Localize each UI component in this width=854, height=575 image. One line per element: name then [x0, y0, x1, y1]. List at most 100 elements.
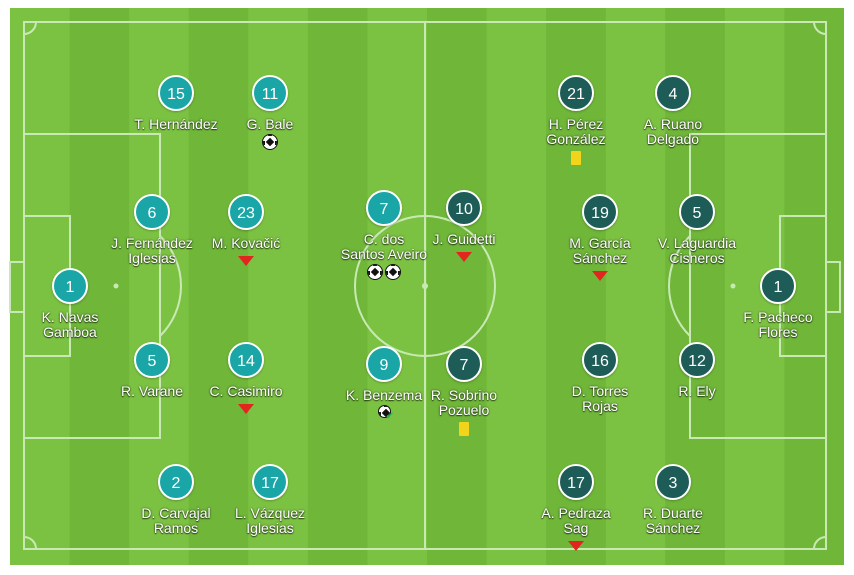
grass-stripe: [307, 8, 368, 565]
player-number-badge: 5: [134, 342, 170, 378]
substitution-off-arrow-icon: [592, 271, 608, 281]
player-name-line: Iglesias: [128, 250, 176, 266]
player-events: [516, 149, 636, 167]
player-name-line: J. Guidetti: [432, 231, 496, 247]
substitution-off-arrow-icon: [568, 541, 584, 551]
player-number-badge: 2: [158, 464, 194, 500]
player-name-line: Gamboa: [43, 324, 97, 340]
grass-stripe: [427, 8, 487, 565]
player-name-line: Ramos: [153, 520, 199, 536]
player-number-badge: 7: [446, 346, 482, 382]
player-name-line: Pozuelo: [438, 402, 490, 418]
player-number-badge: 17: [558, 464, 594, 500]
left-penalty-arc: [159, 235, 183, 337]
grass-stripe: [188, 8, 249, 565]
player-name-line: G. Bale: [246, 116, 294, 132]
player-name: R. Varane: [92, 384, 212, 399]
corner-arc-br: [813, 536, 827, 550]
player-events: [404, 249, 524, 267]
player-number-badge: 4: [655, 75, 691, 111]
substitution-off-arrow-icon: [238, 256, 254, 266]
player-name-line: R. Ely: [678, 383, 716, 399]
check-icon: ✔: [385, 411, 394, 422]
player-number-badge: 1: [760, 268, 796, 304]
player-name-line: C. Casimiro: [209, 383, 283, 399]
player-name-line: M. García: [569, 235, 631, 251]
player-events: [404, 420, 524, 438]
player-name-line: Sánchez: [645, 520, 701, 536]
player-name-line: Cisneros: [669, 250, 725, 266]
player-events: ✔: [324, 405, 444, 423]
player-name: R. Ely: [637, 384, 757, 399]
player-number-badge: 3: [655, 464, 691, 500]
player-name: J. Guidetti: [404, 232, 524, 247]
player-number-badge: 5: [679, 194, 715, 230]
right-penalty-arc: [667, 235, 691, 337]
goal-ball-icon: [262, 134, 278, 150]
goal-ball-icon: [385, 264, 401, 280]
home-player[interactable]: 14 C. Casimiro: [186, 342, 306, 419]
player-name-line: Iglesias: [246, 520, 294, 536]
yellow-card-icon: [459, 422, 469, 436]
corner-arc-bl: [23, 536, 37, 550]
player-name-line: R. Duarte: [643, 505, 703, 521]
right-goal: [825, 261, 841, 313]
player-name-line: Flores: [758, 324, 798, 340]
home-player[interactable]: 5 R. Varane: [92, 342, 212, 399]
player-name-line: K. Navas: [41, 309, 99, 325]
player-name-line: J. Fernández: [111, 235, 193, 251]
left-penalty-spot: [113, 283, 119, 289]
pitch-lines: [9, 21, 841, 550]
player-name-line: H. Pérez: [548, 116, 604, 132]
player-name-line: R. Varane: [121, 383, 183, 399]
player-events: [210, 134, 330, 152]
player-number-badge: 14: [228, 342, 264, 378]
player-name: C. Casimiro: [186, 384, 306, 399]
player-name-line: C. dos: [363, 231, 405, 247]
player-name-line: Sag: [563, 520, 589, 536]
goal-confirmed-icon: ✔: [375, 405, 394, 422]
player-name-line: D. Carvajal: [141, 505, 211, 521]
grass-stripes: [10, 8, 844, 565]
player-name: G. Bale: [210, 117, 330, 132]
ball-icon: [377, 405, 391, 418]
player-events: [186, 253, 306, 271]
corner-arc-tl: [23, 21, 37, 35]
player-events: [516, 538, 636, 556]
player-number-badge: 1: [52, 268, 88, 304]
goal-ball-icon: [367, 264, 383, 280]
player-name-line: T. Hernández: [134, 116, 218, 132]
substitution-off-arrow-icon: [456, 252, 472, 262]
player-name-line: M. Kovačić: [211, 235, 281, 251]
corner-arc-tr: [813, 21, 827, 35]
